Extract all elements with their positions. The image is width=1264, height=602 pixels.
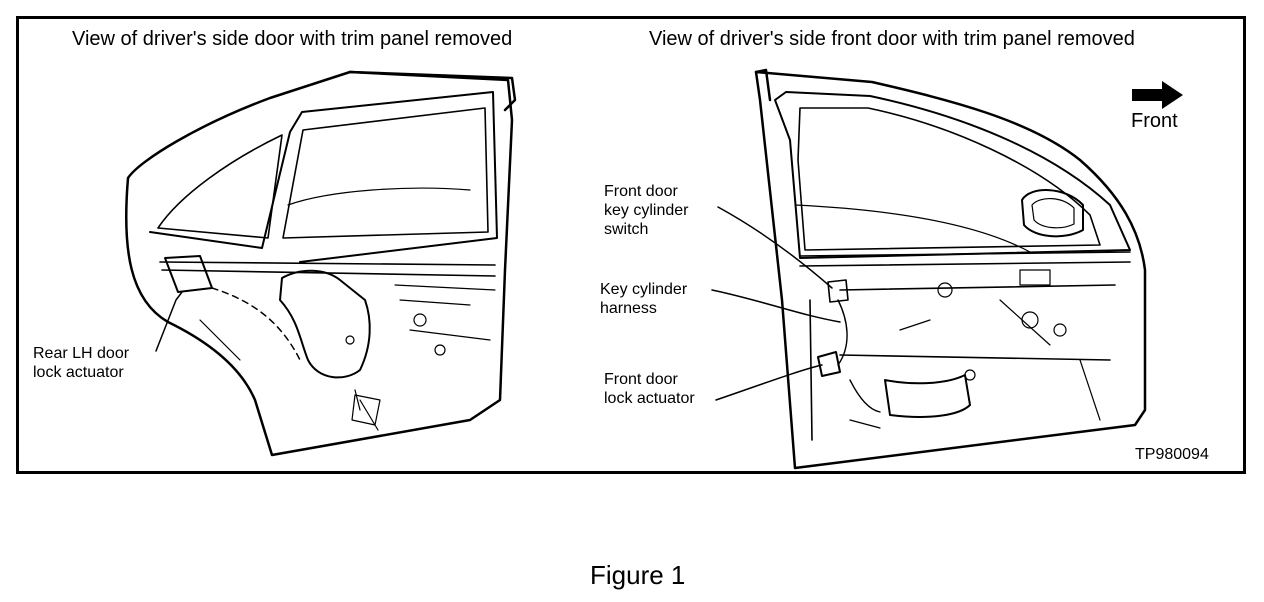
arrow-right-icon	[1132, 81, 1183, 109]
figure-caption: Figure 1	[590, 560, 686, 590]
diagram-frame	[16, 16, 1246, 474]
front-view-title: View of driver's side front door with tr…	[649, 28, 1135, 50]
callout-leaders	[155, 206, 841, 401]
callout-key-cylinder-harness: Key cylinder harness	[600, 281, 688, 317]
callout-rear-lock-actuator: Rear LH door lock actuator	[33, 345, 130, 381]
callout-front-lock-actuator: Front door lock actuator	[604, 371, 695, 407]
direction-label: Front	[1131, 110, 1178, 132]
rear-door-drawing	[125, 70, 517, 457]
front-door-drawing	[754, 68, 1147, 470]
rear-view-title: View of driver's side door with trim pan…	[72, 28, 513, 50]
callout-key-cylinder-switch: Front door key cylinder switch	[604, 183, 689, 238]
diagram-code: TP980094	[1135, 446, 1209, 463]
